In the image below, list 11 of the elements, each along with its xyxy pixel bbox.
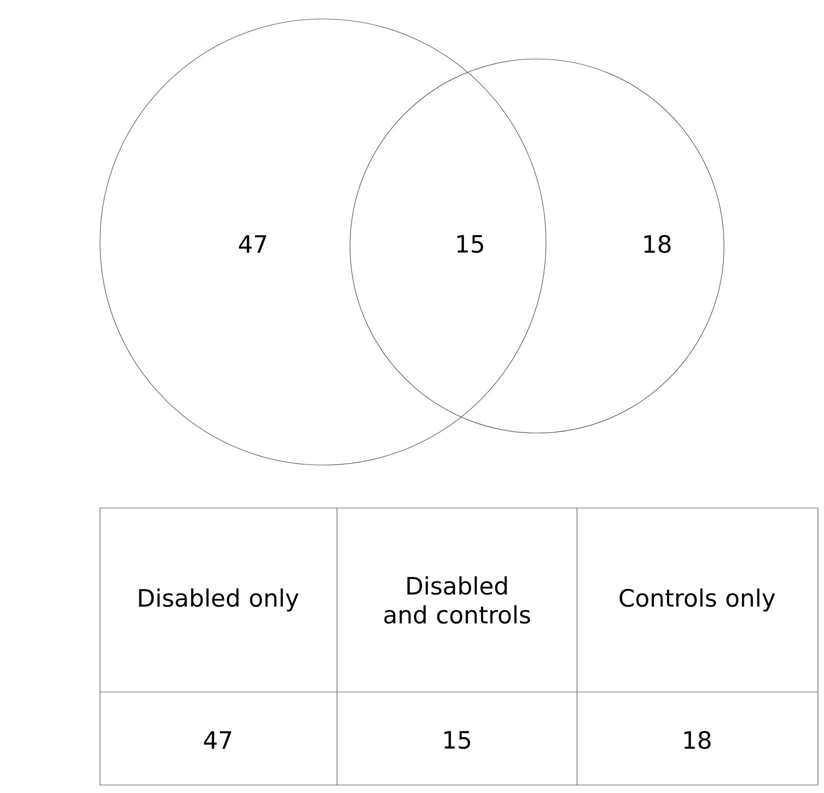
column-header: Disabled only (139, 588, 299, 612)
venn-circle (100, 18, 546, 466)
region-count: 47 (238, 235, 266, 253)
column-header: Disabled and controls (384, 576, 530, 624)
cell-value: 18 (684, 730, 711, 750)
cell-value: 47 (204, 731, 232, 749)
cell-value: 15 (444, 731, 470, 749)
region-count: 15 (457, 235, 484, 253)
region-count: 18 (644, 234, 671, 254)
column-header: Controls only (620, 588, 776, 612)
venn-circle (350, 58, 724, 434)
